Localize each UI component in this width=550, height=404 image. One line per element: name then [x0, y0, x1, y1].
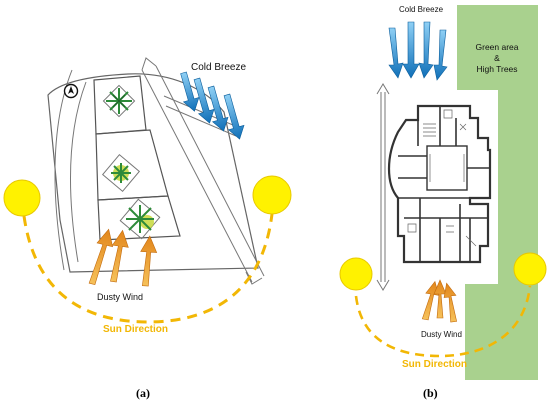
building-floor-plan — [388, 104, 492, 264]
sun-direction-label: Sun Direction — [103, 324, 168, 335]
sun-icon — [513, 252, 547, 286]
caption-b: (b) — [423, 386, 438, 400]
dusty-wind-label-b: Dusty Wind — [421, 330, 462, 339]
green-area-label-3: High Trees — [476, 64, 517, 74]
caption-a: (a) — [136, 386, 150, 400]
tree-icon — [119, 198, 161, 240]
curved-road-left-edge — [69, 81, 87, 263]
plot-bottom — [97, 195, 181, 241]
breeze-arrow-icon — [180, 71, 245, 140]
panel-a: Cold Breeze Dusty Wind Sun Direction (a) — [3, 57, 292, 400]
upper-road-edge — [165, 105, 237, 137]
green-area-label-1: Green area — [476, 42, 519, 52]
green-area-label-2: & — [494, 53, 500, 63]
cold-breeze-label: Cold Breeze — [191, 62, 246, 73]
sun-path-arc-b — [354, 285, 532, 358]
diagonal-road-edge — [155, 65, 265, 277]
dust-arrow-icon — [88, 228, 158, 287]
panel-b: Green area & High Trees Cold Breeze — [339, 5, 547, 400]
cold-breeze-label-b: Cold Breeze — [399, 5, 444, 14]
diagonal-road — [141, 69, 253, 283]
vertical-axis-arrow — [376, 83, 390, 291]
tree-icon — [101, 153, 141, 193]
tree-icon — [102, 84, 136, 118]
sun-direction-label-b: Sun Direction — [402, 359, 467, 370]
upper-road — [163, 95, 241, 129]
road-arrow-bottom — [245, 271, 263, 285]
dust-arrow-icon — [421, 279, 458, 323]
dusty-wind-label: Dusty Wind — [97, 292, 143, 302]
floor-plan-details — [407, 109, 477, 247]
breeze-arrow-icon — [388, 21, 448, 81]
sun-icon — [339, 257, 373, 291]
sun-icon — [3, 179, 41, 217]
green-area — [457, 5, 538, 380]
sun-icon — [252, 175, 292, 215]
north-arrow-icon — [63, 83, 79, 99]
road-arrow-top — [141, 57, 157, 71]
